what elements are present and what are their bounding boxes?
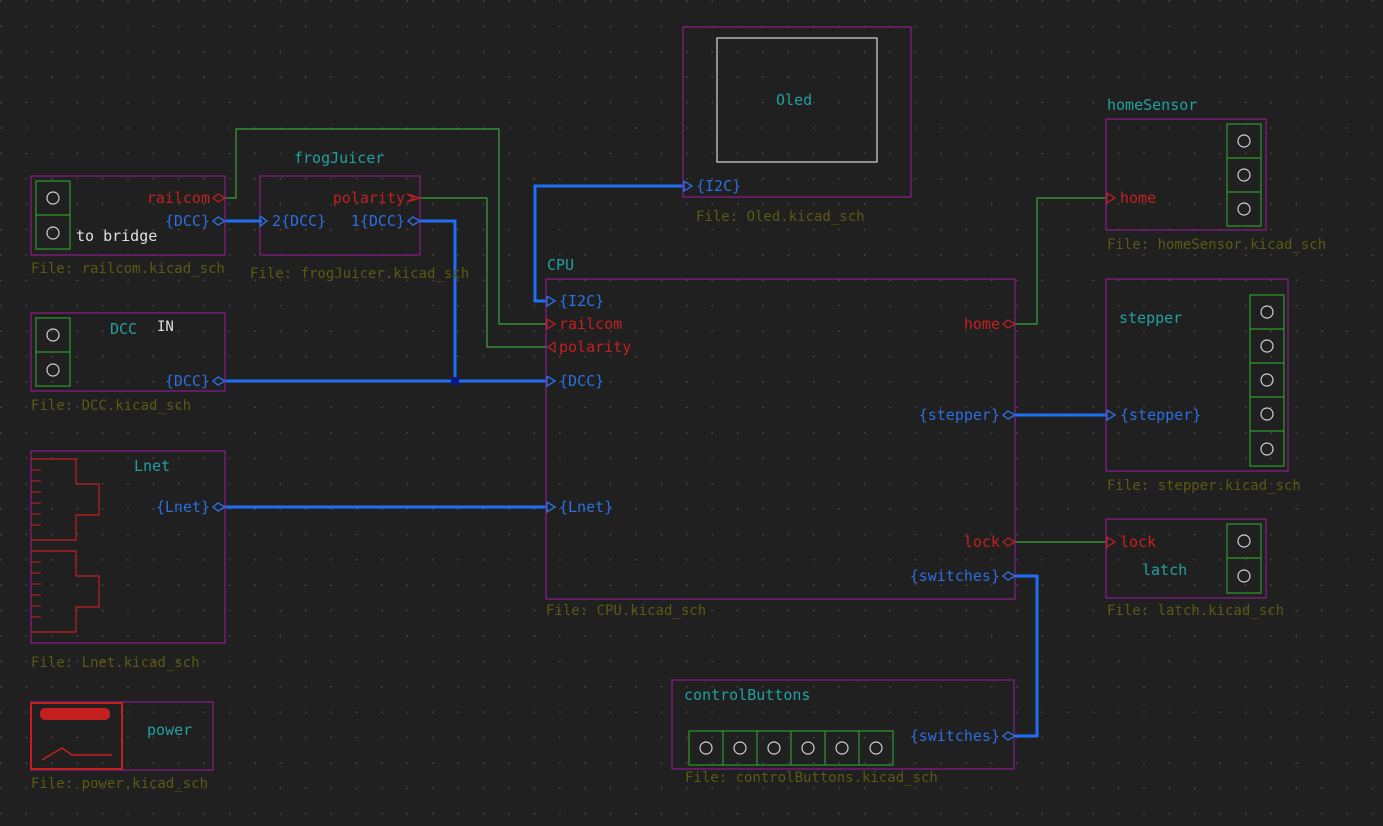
connector-homesensor — [1226, 123, 1262, 227]
text-to-bridge: to bridge — [76, 227, 157, 245]
connector-stepper — [1249, 294, 1285, 467]
pin-railcom[interactable]: railcom — [147, 189, 210, 207]
oled-display-icon — [716, 37, 878, 163]
sheet-controlbuttons[interactable]: controlButtons {switches} File: controlB… — [671, 679, 1017, 786]
file-controlbuttons: File: controlButtons.kicad_sch — [685, 770, 938, 786]
sheet-name-frogjuicer: frogJuicer — [294, 149, 384, 167]
wire-home — [1015, 197, 1107, 325]
power-jack-icon — [30, 702, 123, 770]
pin-stepper[interactable]: {stepper} — [1120, 406, 1201, 424]
sheet-name-latch: latch — [1142, 561, 1187, 579]
buses — [226, 184, 1107, 738]
pin-1dcc[interactable]: 1{DCC} — [351, 212, 405, 230]
wire-polarity — [420, 197, 547, 348]
bus-dcc-frog — [420, 219, 457, 381]
file-oled: File: Oled.kicad_sch — [696, 209, 865, 225]
cpu-pin-switches[interactable]: {switches} — [910, 567, 1000, 585]
sheet-cpu[interactable]: CPU {I2C} railcom polarity {DCC} {Lnet} … — [545, 256, 1017, 619]
sheet-name-cpu: CPU — [547, 256, 574, 274]
cpu-pin-lnet[interactable]: {Lnet} — [559, 498, 613, 516]
sheet-power[interactable]: power File: power.kicad_sch — [30, 701, 214, 792]
bus-i2c — [533, 184, 684, 303]
junction-dot — [451, 377, 459, 385]
pin-polarity[interactable]: polarity — [333, 189, 405, 207]
cpu-pin-dcc[interactable]: {DCC} — [559, 372, 604, 390]
sheet-frogjuicer[interactable]: frogJuicer polarity 2{DCC} 1{DCC} File: … — [250, 149, 469, 282]
file-railcom: File: railcom.kicad_sch — [31, 261, 225, 277]
pin-lnet[interactable]: {Lnet} — [156, 498, 210, 516]
cpu-pin-i2c[interactable]: {I2C} — [559, 292, 604, 310]
sheet-name-lnet: Lnet — [134, 457, 170, 475]
sheet-lnet[interactable]: Lnet {Lnet} File: Lnet.kicad_sch — [30, 450, 227, 671]
sheet-homesensor[interactable]: homeSensor home File: homeSensor.kicad_s… — [1105, 96, 1326, 253]
file-dcc: File: DCC.kicad_sch — [31, 398, 191, 414]
sheet-railcom[interactable]: to bridge railcom {DCC} File: railcom.ki… — [30, 175, 227, 277]
sheet-name-controlbuttons: controlButtons — [684, 686, 810, 704]
file-power: File: power.kicad_sch — [31, 776, 208, 792]
sheet-name-oled: Oled — [776, 91, 812, 109]
cpu-pin-home[interactable]: home — [964, 315, 1000, 333]
file-frogjuicer: File: frogJuicer.kicad_sch — [250, 266, 469, 282]
pin-home[interactable]: home — [1120, 189, 1156, 207]
text-in: IN — [157, 319, 174, 335]
cpu-pin-polarity[interactable]: polarity — [559, 338, 631, 356]
cpu-pin-stepper[interactable]: {stepper} — [919, 406, 1000, 424]
sheet-dcc[interactable]: DCC IN {DCC} File: DCC.kicad_sch — [30, 312, 227, 414]
cpu-pin-lock[interactable]: lock — [964, 533, 1000, 551]
sheet-name-power: power — [147, 721, 192, 739]
pin-switches[interactable]: {switches} — [910, 727, 1000, 745]
wires — [226, 128, 1107, 543]
file-cpu: File: CPU.kicad_sch — [546, 603, 706, 619]
pin-oled-i2c[interactable]: {I2C} — [696, 177, 741, 195]
file-homesensor: File: homeSensor.kicad_sch — [1107, 237, 1326, 253]
sheet-name-dcc: DCC — [110, 320, 137, 338]
file-lnet: File: Lnet.kicad_sch — [31, 655, 200, 671]
bus-switches — [1015, 574, 1039, 738]
sheet-oled[interactable]: Oled {I2C} File: Oled.kicad_sch — [682, 26, 912, 225]
pin-lock[interactable]: lock — [1120, 533, 1156, 551]
rj45-connector-icon — [31, 458, 100, 633]
sheet-name-homesensor: homeSensor — [1107, 96, 1197, 114]
file-stepper: File: stepper.kicad_sch — [1107, 478, 1301, 494]
pin-dcc[interactable]: {DCC} — [165, 212, 210, 230]
sheet-latch[interactable]: latch lock File: latch.kicad_sch — [1105, 518, 1284, 619]
wire-railcom — [226, 128, 547, 325]
sheet-name-stepper: stepper — [1119, 309, 1182, 327]
pin-dcc-in[interactable]: {DCC} — [165, 372, 210, 390]
pin-2dcc[interactable]: 2{DCC} — [272, 212, 326, 230]
sheet-stepper[interactable]: stepper {stepper} File: stepper.kicad_sc… — [1105, 278, 1301, 494]
cpu-pin-railcom[interactable]: railcom — [559, 315, 622, 333]
file-latch: File: latch.kicad_sch — [1107, 603, 1284, 619]
